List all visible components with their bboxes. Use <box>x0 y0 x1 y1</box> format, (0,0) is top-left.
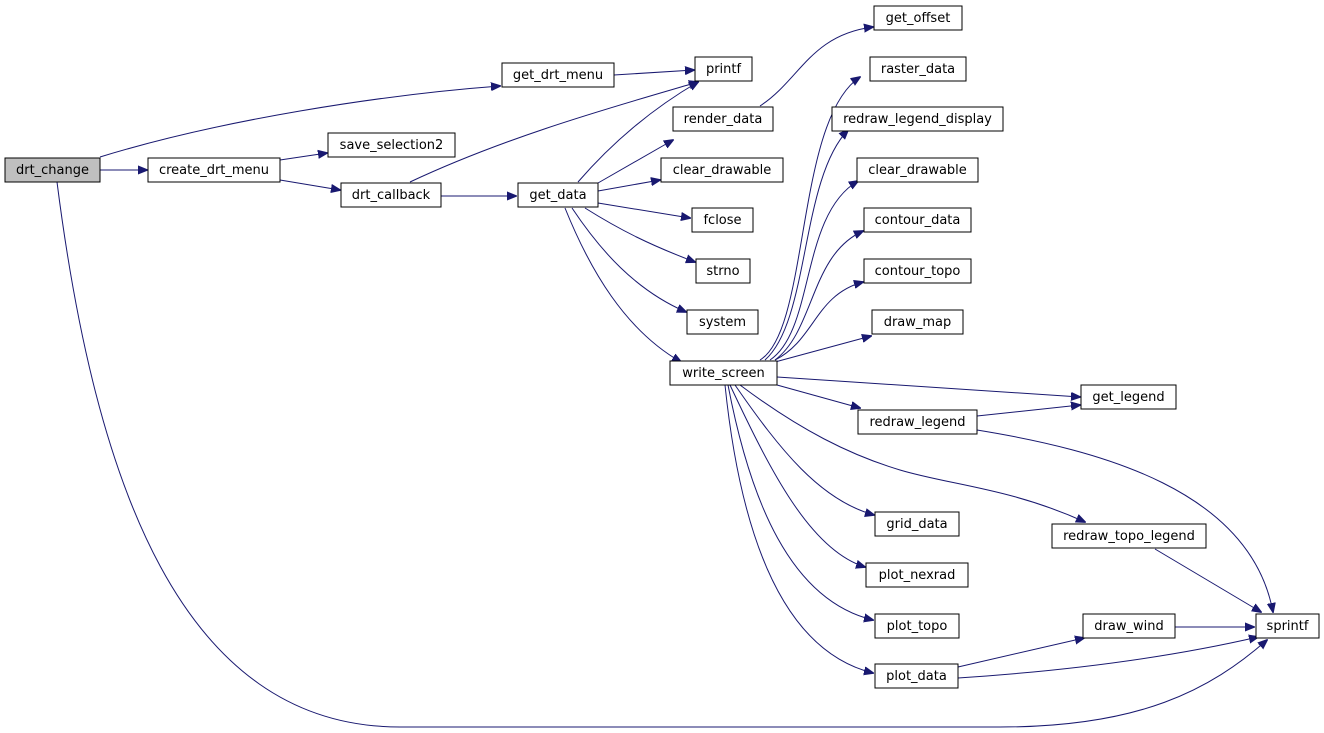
node-label: clear_drawable <box>673 163 772 178</box>
node-label: redraw_legend_display <box>843 112 992 127</box>
node-label: redraw_topo_legend <box>1063 529 1195 544</box>
edge-create_drt_menu-drt_callback <box>279 179 340 190</box>
edge-redraw_topo_legend-sprintf <box>1154 548 1261 612</box>
edge-write_screen-raster_data <box>759 77 860 361</box>
edge-write_screen-redraw_legend <box>776 384 860 408</box>
edge-drt_change-sprintf <box>56 181 1267 728</box>
edge-write_screen-clear_drawable_2 <box>769 181 858 361</box>
edge-create_drt_menu-save_selection2 <box>279 153 327 161</box>
edge-write_screen-redraw_legend_display <box>764 130 848 361</box>
node-render_data[interactable]: render_data <box>672 106 774 132</box>
node-label: drt_callback <box>352 188 431 203</box>
edge-write_screen-get_legend <box>776 376 1080 397</box>
nodes: drt_change get_drt_menu create_drt_menu … <box>4 5 1320 689</box>
edge-drt_callback-printf <box>409 82 698 183</box>
node-create_drt_menu[interactable]: create_drt_menu <box>147 157 281 183</box>
node-label: write_screen <box>682 366 764 381</box>
edge-plot_data-sprintf <box>957 637 1258 679</box>
edge-write_screen-grid_data <box>734 384 874 515</box>
node-label: plot_topo <box>887 619 948 634</box>
node-get_legend[interactable]: get_legend <box>1080 384 1177 410</box>
node-label: system <box>699 315 746 330</box>
node-write_screen[interactable]: write_screen <box>669 360 778 386</box>
edge-write_screen-plot_data <box>724 384 873 673</box>
node-label: draw_map <box>884 315 952 330</box>
edge-write_screen-contour_topo <box>774 282 863 361</box>
node-get_data[interactable]: get_data <box>517 182 599 208</box>
edges <box>56 27 1273 728</box>
node-draw_wind[interactable]: draw_wind <box>1082 613 1176 639</box>
node-label: sprintf <box>1267 619 1309 634</box>
node-label: save_selection2 <box>340 138 444 153</box>
edge-write_screen-draw_map <box>774 336 871 363</box>
node-strno[interactable]: strno <box>695 258 751 284</box>
node-label: clear_drawable <box>868 163 967 178</box>
edge-drt_change-get_drt_menu <box>99 86 500 158</box>
node-plot_data[interactable]: plot_data <box>874 663 959 689</box>
node-get_drt_menu[interactable]: get_drt_menu <box>501 62 615 88</box>
node-redraw_topo_legend[interactable]: redraw_topo_legend <box>1051 523 1207 549</box>
edge-render_data-get_offset <box>759 27 873 107</box>
node-get_offset[interactable]: get_offset <box>873 5 963 31</box>
node-label: strno <box>706 264 739 279</box>
node-save_selection2[interactable]: save_selection2 <box>327 132 456 158</box>
edge-get_data-system <box>571 207 686 312</box>
edge-get_data-render_data <box>597 140 673 184</box>
edge-write_screen-contour_data <box>774 231 863 361</box>
node-label: get_drt_menu <box>513 68 603 83</box>
edge-plot_data-draw_wind <box>957 638 1084 668</box>
node-label: render_data <box>684 112 763 127</box>
edge-get_data-printf <box>577 82 698 183</box>
node-label: printf <box>706 62 742 77</box>
node-label: redraw_legend <box>869 415 965 430</box>
edge-get_data-write_screen <box>564 207 681 362</box>
edge-get_drt_menu-printf <box>613 70 694 76</box>
node-label: raster_data <box>881 62 955 77</box>
edge-get_data-clear_drawable_1 <box>597 180 660 192</box>
node-sprintf[interactable]: sprintf <box>1255 613 1320 639</box>
edge-write_screen-redraw_topo_legend <box>739 384 1085 522</box>
edge-get_data-strno <box>584 207 695 262</box>
node-redraw_legend_display[interactable]: redraw_legend_display <box>831 106 1004 132</box>
node-label: get_data <box>529 188 586 203</box>
node-label: plot_data <box>886 669 947 684</box>
node-system[interactable]: system <box>686 309 759 335</box>
edge-redraw_legend-get_legend <box>976 405 1080 417</box>
node-clear_drawable-2[interactable]: clear_drawable <box>856 157 979 183</box>
node-label: contour_topo <box>875 264 961 279</box>
node-contour_data[interactable]: contour_data <box>863 207 972 233</box>
node-label: draw_wind <box>1094 619 1163 634</box>
node-label: drt_change <box>16 163 89 178</box>
node-label: contour_data <box>875 213 961 228</box>
edge-get_data-fclose <box>597 202 690 218</box>
node-label: get_legend <box>1092 390 1164 405</box>
node-clear_drawable-1[interactable]: clear_drawable <box>660 157 784 183</box>
node-label: grid_data <box>886 517 947 532</box>
node-label: plot_nexrad <box>879 568 956 583</box>
edge-write_screen-plot_topo <box>727 384 873 620</box>
node-label: get_offset <box>886 11 951 26</box>
node-contour_topo[interactable]: contour_topo <box>863 258 972 284</box>
edge-redraw_legend-sprintf <box>976 429 1273 612</box>
node-drt_change[interactable]: drt_change <box>4 157 101 183</box>
node-label: create_drt_menu <box>159 163 269 178</box>
node-label: fclose <box>703 213 741 228</box>
node-fclose[interactable]: fclose <box>691 207 754 233</box>
node-printf[interactable]: printf <box>694 56 753 82</box>
edge-write_screen-plot_nexrad <box>729 384 865 567</box>
node-draw_map[interactable]: draw_map <box>871 309 964 335</box>
node-plot_nexrad[interactable]: plot_nexrad <box>865 562 969 588</box>
node-plot_topo[interactable]: plot_topo <box>874 613 960 639</box>
node-drt_callback[interactable]: drt_callback <box>340 182 442 208</box>
node-raster_data[interactable]: raster_data <box>869 56 967 82</box>
node-grid_data[interactable]: grid_data <box>874 511 960 537</box>
node-redraw_legend[interactable]: redraw_legend <box>857 409 978 435</box>
